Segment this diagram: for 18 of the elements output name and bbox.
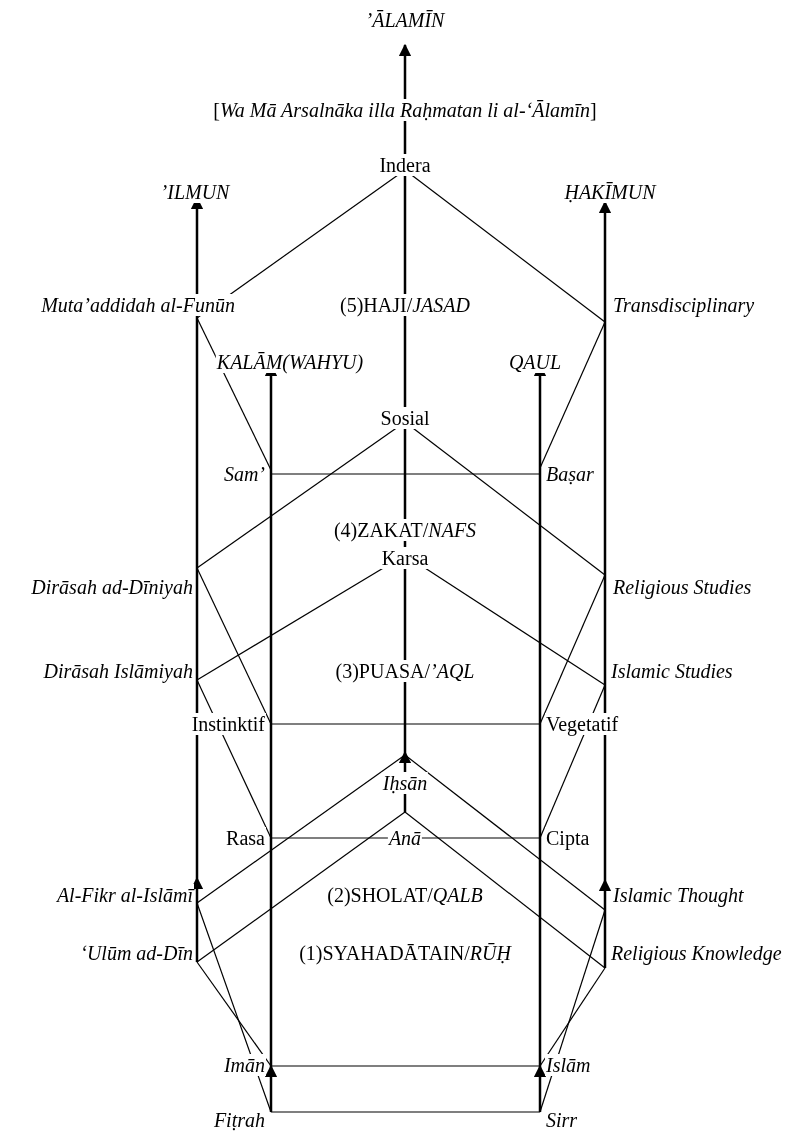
diagram-label: KALĀM(WAHYU) (215, 351, 365, 373)
diagram-label: Cipta (545, 827, 591, 849)
diagram-label: Muta’addidah al-Funūn (40, 294, 236, 316)
diagram-label: Imān (222, 1054, 266, 1076)
diagram-label: Instinktif (190, 713, 266, 735)
diagram-label: (5)HAJI/JASAD (339, 294, 471, 316)
diagram-label: Karsa (380, 547, 430, 569)
diagram-label: Sosial (379, 407, 431, 429)
diagram-label: Iḥsān (381, 772, 429, 794)
diagram-label: (3)PUASA/’AQL (334, 660, 476, 682)
diagram-label: Vegetatif (545, 713, 620, 735)
diagram-label: (2)SHOLAT/QALB (326, 884, 484, 906)
diagram-label: ḤAKĪMUN (563, 181, 657, 203)
diagram-label: (4)ZAKAT/NAFS (332, 519, 478, 541)
diagram-label: Islām (545, 1054, 592, 1076)
diagram-label: Indera (378, 154, 432, 176)
diagram-label: (1)SYAHADĀTAIN/RŪḤ (298, 942, 512, 964)
diagram-label: [Wa Mā Arsalnāka illa Raḥmatan li al-‘Ālamīn] (212, 99, 598, 121)
